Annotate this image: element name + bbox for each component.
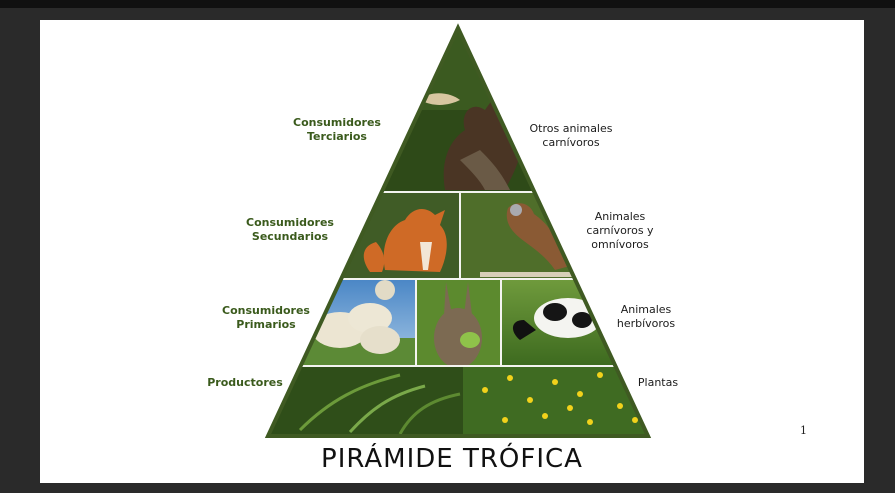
slide: Consumidores Terciarios Consumidores Sec… bbox=[40, 20, 864, 483]
label-plantas: Plantas bbox=[637, 376, 679, 389]
trophic-pyramid bbox=[264, 23, 652, 438]
label-otros-animales-carnivoros: Otros animales carnívoros bbox=[529, 122, 613, 149]
label-productores: Productores bbox=[207, 376, 283, 389]
tier3-rabbit-image bbox=[417, 280, 501, 368]
label-animales-herbivoros: Animales herbívoros bbox=[616, 303, 676, 330]
pyramid-border bbox=[264, 23, 652, 438]
label-consumidores-secundarios: Consumidores Secundarios bbox=[246, 216, 334, 243]
label-consumidores-primarios: Consumidores Primarios bbox=[222, 304, 310, 331]
slide-title: PIRÁMIDE TRÓFICA bbox=[321, 444, 583, 474]
tier4-ferns-image bbox=[268, 367, 463, 436]
tier4-dandelions-image bbox=[463, 367, 648, 436]
label-animales-carnivoros-omnivoros: Animales carnívoros y omnívoros bbox=[586, 210, 654, 251]
window-top-bar bbox=[0, 0, 895, 8]
tier1-vulture-image bbox=[268, 28, 648, 192]
page-number: 1 bbox=[800, 424, 807, 437]
label-consumidores-terciarios: Consumidores Terciarios bbox=[293, 116, 381, 143]
